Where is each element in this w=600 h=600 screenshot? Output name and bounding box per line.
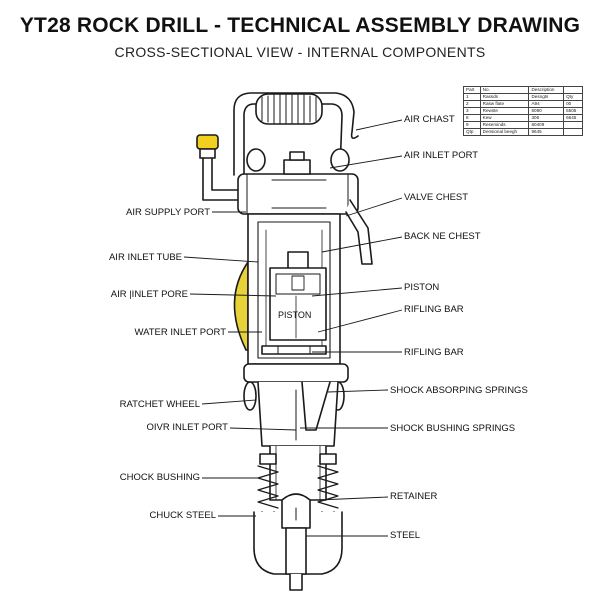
leader-air-inlet-tube — [183, 256, 259, 263]
label-air-chast: AIR CHAST — [404, 114, 455, 125]
label-shock-bushing-springs: SHOCK BUSHING SPRINGS — [390, 423, 516, 434]
parts-table-cell: Densional beegh — [479, 128, 530, 136]
label-rifling-bar-1: RIFLING BAR — [404, 304, 464, 315]
label-air-supply-port: AIR SUPPLY PORT — [126, 207, 210, 218]
label-rifling-bar-2: RIFLING BAR — [404, 347, 464, 358]
leader-air-inlet-port — [329, 155, 403, 169]
parts-table-cell — [563, 128, 583, 136]
label-air-inlet-pore: AIR |INLET PORE — [110, 289, 188, 300]
label-retainer: RETAINER — [390, 491, 438, 502]
label-shock-absorping-springs: SHOCK ABSORPING SPRINGS — [390, 385, 528, 396]
piston-inner-label: PISTON — [278, 310, 311, 320]
label-steel: STEEL — [390, 530, 421, 541]
label-oivr-inlet-port: OIVR INLET PORT — [146, 422, 228, 433]
label-back-ne-chest: BACK NE CHEST — [404, 231, 481, 242]
leader-rifling-bar-1 — [317, 309, 403, 333]
leader-air-chast — [355, 119, 403, 131]
leader-ratchet-wheel — [201, 399, 257, 405]
parts-table-row: Qtp Densional beegh 9645 — [463, 128, 583, 136]
label-air-inlet-tube: AIR INLET TUBE — [108, 252, 182, 263]
mid-collar — [243, 363, 349, 447]
valve-chest-body — [237, 148, 359, 215]
leader-shock-absorping — [327, 389, 389, 393]
leader-air-inlet-pore — [189, 293, 277, 297]
label-chock-bushing: CHOCK BUSHING — [119, 472, 200, 483]
cylinder — [247, 213, 341, 365]
leader-retainer — [317, 496, 389, 501]
handle — [233, 92, 359, 176]
leader-oivr-inlet-port — [229, 427, 297, 431]
leader-valve-chest — [345, 197, 403, 217]
label-water-inlet-port: WATER INLET PORT — [134, 327, 227, 338]
page-subtitle: CROSS-SECTIONAL VIEW - INTERNAL COMPONEN… — [114, 44, 486, 60]
parts-table: Part No. Description 1 Rassds Desngts Qt… — [463, 86, 583, 136]
label-chuck-steel: CHUCK STEEL — [149, 510, 216, 521]
label-valve-chest: VALVE CHEST — [404, 192, 469, 203]
label-ratchet-wheel: RATCHET WHEEL — [119, 399, 200, 410]
leader-back-ne-chest — [321, 236, 403, 253]
leader-lines — [183, 119, 403, 537]
chuck-steel — [253, 493, 343, 591]
label-air-inlet-port: AIR INLET PORT — [404, 150, 479, 161]
leader-piston — [311, 287, 403, 297]
page-title: YT28 ROCK DRILL - TECHNICAL ASSEMBLY DRA… — [19, 14, 581, 37]
side-lever — [345, 199, 373, 265]
water-inlet-cap — [233, 261, 249, 351]
parts-table-row: 3 Rewste 6090 5505 — [463, 107, 583, 115]
air-valve-knob — [196, 134, 239, 201]
lower-body — [269, 445, 327, 501]
label-piston: PISTON — [404, 282, 440, 293]
